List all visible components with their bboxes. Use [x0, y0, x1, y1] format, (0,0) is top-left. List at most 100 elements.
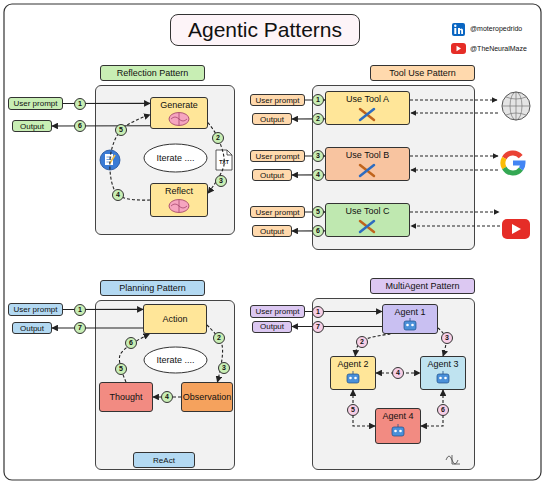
node-label: ReAct [153, 455, 175, 466]
node-label: Output [260, 170, 284, 181]
flow-arrow [207, 325, 223, 382]
linkedin-logo [460, 28, 463, 34]
flow-arrow [353, 390, 375, 426]
linkedin-logo [454, 28, 456, 34]
wikipedia-globe [502, 92, 530, 120]
robot-icon [347, 374, 359, 383]
robot-icon [437, 374, 449, 383]
robot-icon [404, 321, 416, 330]
tool-icon [360, 165, 374, 176]
tool-icon [360, 109, 374, 120]
youtube-logo [502, 219, 530, 239]
output-box: Output [252, 225, 292, 237]
generate-box: Generate [150, 97, 208, 129]
callout-number: 6 [74, 120, 86, 132]
user-prompt-box: User prompt [250, 150, 305, 162]
flow-arrow [292, 118, 325, 119]
user-prompt-box: User prompt [250, 94, 305, 106]
observation-box: Observation [181, 382, 233, 412]
robot-icon [439, 377, 442, 380]
google-logo [513, 163, 523, 169]
node-label: Use Tool B [346, 150, 389, 161]
google-logo [504, 153, 520, 158]
node-label: Output [260, 114, 284, 125]
user-prompt-box: User prompt [8, 97, 63, 110]
robot-icon [398, 424, 399, 427]
node-label: Agent 1 [394, 307, 425, 318]
node-label: User prompt [13, 304, 57, 315]
pattern-panel: Tool Use PatternUse Tool AUse Tool BUse … [312, 85, 475, 250]
robot-icon [349, 377, 352, 380]
node-label: Output [20, 323, 44, 334]
node-label: Action [162, 314, 187, 325]
user-prompt-box: User prompt [8, 303, 63, 316]
tool-call-arrow [410, 156, 498, 157]
youtube-logo [457, 46, 462, 51]
robot-icon [411, 324, 414, 327]
youtube-logo [502, 219, 530, 239]
agent-box: Agent 1 [382, 304, 438, 334]
robot-icon [404, 318, 416, 330]
flow-arrow [438, 328, 446, 356]
node-label: Output [20, 121, 44, 132]
output-box: Output [252, 169, 292, 181]
pattern-panel: MultiAgent PatternAgent 1Agent 2Agent 3A… [312, 298, 475, 470]
node-label: Use Tool C [346, 206, 390, 217]
flow-arrow [119, 334, 149, 382]
tool-call-arrow [410, 100, 500, 226]
node-label: User prompt [255, 95, 299, 106]
robot-icon [443, 371, 444, 374]
node-label: User prompt [255, 207, 299, 218]
document-icon [227, 150, 232, 155]
node-label: Iterate .... [156, 153, 194, 164]
flow-arrow [305, 211, 325, 212]
youtube-logo [451, 43, 466, 54]
linkedin-logo [454, 25, 456, 27]
flow-arrow [305, 99, 325, 100]
tool-call-arrow [411, 113, 498, 114]
tool-call-arrow [411, 226, 500, 227]
social-handle: @TheNeuralMaze [470, 44, 527, 54]
node-label: User prompt [13, 98, 57, 109]
tool-call-arrow [410, 100, 497, 101]
tool-icon [360, 165, 374, 176]
loop-ellipse: Iterate .... [143, 143, 208, 173]
tool-box: Use Tool A [325, 91, 410, 125]
title-box: Agentic Patterns [170, 14, 360, 46]
notepad-icon [110, 155, 115, 163]
youtube-logo [512, 224, 521, 234]
outer-frame [4, 4, 541, 480]
pattern-panel: Reflection PatternGenerateIterate ....Re… [95, 85, 235, 235]
node-label: Thought [109, 392, 142, 403]
robot-icon [354, 377, 357, 380]
user-prompt-box: User prompt [250, 206, 305, 218]
ellipse-outline [144, 347, 207, 373]
tool-icon [360, 221, 374, 232]
wikipedia-globe [502, 92, 530, 120]
pattern-panel: Planning PatternActionIterate ....Though… [95, 300, 235, 470]
brain-icon [171, 200, 187, 212]
notepad-icon [107, 157, 112, 162]
social-handle: @moteropedrido [470, 24, 522, 34]
google-logo [503, 158, 504, 168]
connector-layer [52, 100, 446, 426]
notepad-icon [105, 154, 113, 165]
notepad-icon [100, 150, 120, 170]
robot-icon [444, 377, 447, 380]
callout-number: 1 [74, 304, 86, 316]
flow-arrow [208, 123, 224, 194]
agent-box: Agent 2 [330, 356, 376, 390]
flow-arrow [421, 390, 443, 426]
tool-box: Use Tool B [325, 147, 410, 181]
diagram-title: Agentic Patterns [188, 18, 342, 42]
tool-icon [360, 221, 374, 232]
linkedin-logo [452, 23, 465, 36]
flow-arrow [376, 372, 420, 373]
robot-icon [394, 430, 397, 433]
flow-arrow [292, 326, 382, 327]
robot-icon [399, 430, 402, 433]
brain-icon [169, 200, 189, 213]
tool-box: Use Tool C [325, 203, 410, 237]
pattern-heading: Planning Pattern [100, 280, 205, 296]
flow-arrow [153, 396, 181, 397]
